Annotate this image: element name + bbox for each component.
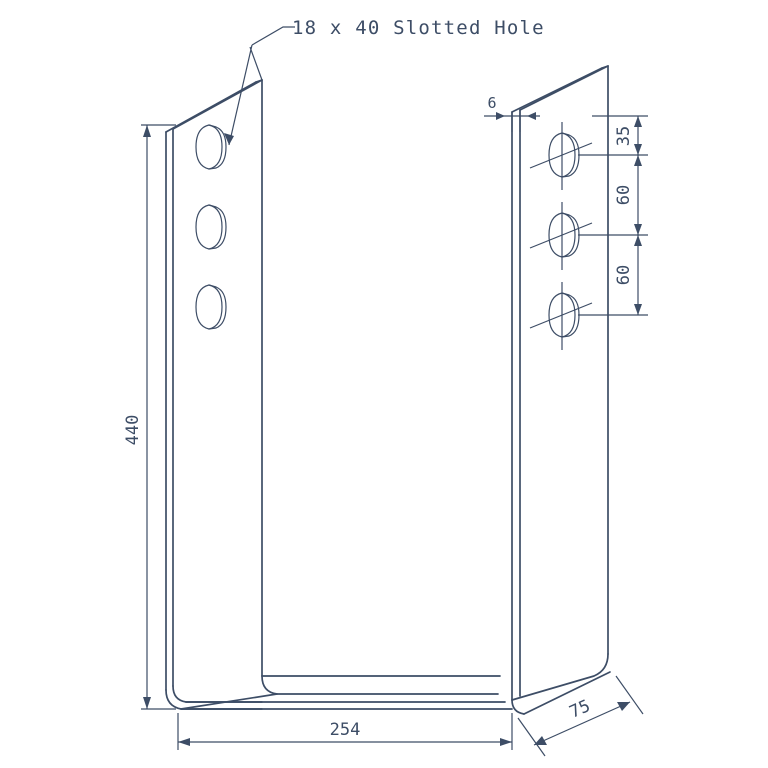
dim6-arrow-right — [527, 112, 536, 120]
slot-callout-leader-line — [228, 44, 253, 146]
dimension-height-440: 440 — [123, 124, 176, 710]
left-flange-bottom-corner-inner — [172, 685, 263, 703]
dim60b-arrow-top — [634, 235, 642, 246]
right-flange-top-edge-outer — [511, 67, 603, 113]
dim35-arrow-top — [634, 116, 642, 127]
left-flange-top-edge-inner — [172, 79, 263, 130]
dimension-width-254: 254 — [177, 713, 513, 750]
slot-left-3 — [195, 284, 227, 330]
slot-callout-leader-top — [251, 26, 295, 46]
slot-right-3 — [529, 282, 593, 350]
dim60a-arrow-bottom — [634, 224, 642, 235]
dim254-arrow-left — [178, 738, 190, 746]
dimension-thickness-6: 6 — [484, 94, 540, 132]
right-flange-top-thickness — [601, 65, 609, 69]
left-flange-slots — [195, 124, 227, 330]
right-flange — [511, 65, 611, 715]
dimension-depth-75: 75 — [517, 675, 644, 757]
slot-callout-label: 18 x 40 Slotted Hole — [292, 17, 545, 39]
dim440-arrow-top — [143, 125, 151, 137]
slot-callout-arrowhead — [224, 133, 234, 145]
dim6-label: 6 — [487, 94, 496, 112]
dim75-arrow-far — [617, 702, 630, 711]
right-flange-bottom-front — [523, 671, 611, 715]
dim75-ext-far — [615, 675, 644, 715]
dim60a-label: 60 — [614, 185, 634, 205]
dim60b-label: 60 — [614, 265, 634, 285]
base-inner-fillet — [261, 675, 499, 695]
dim35-arrow-bottom — [634, 144, 642, 155]
dim75-label: 75 — [567, 696, 594, 723]
dim60b-arrow-bottom — [634, 304, 642, 315]
slot-right-2 — [529, 202, 593, 270]
left-flange-top-thickness — [255, 79, 263, 83]
slot-left-2 — [195, 204, 227, 250]
right-flange-top-edge-inner — [519, 65, 609, 111]
dim35-label: 35 — [614, 126, 634, 146]
slot-left-1 — [195, 124, 227, 170]
dim75-line — [533, 701, 631, 746]
dim6-arrow-left — [496, 112, 505, 120]
bracket-base — [180, 675, 513, 710]
dim75-ext-near — [517, 717, 546, 757]
slot-callout: 18 x 40 Slotted Hole — [224, 17, 545, 146]
right-flange-bottom-corner — [511, 699, 525, 715]
dim440-arrow-bottom — [143, 697, 151, 709]
dim60a-arrow-top — [634, 155, 642, 166]
dim75-arrow-near — [534, 736, 547, 745]
slot-right-1 — [529, 122, 593, 190]
dim254-label: 254 — [330, 720, 361, 740]
left-flange — [165, 79, 263, 710]
right-flange-slots — [529, 122, 593, 350]
dim254-arrow-right — [500, 738, 512, 746]
dim440-label: 440 — [123, 415, 143, 446]
slot-callout-leader-branch — [249, 46, 263, 81]
dimension-hole-spacing-stack: 35 60 60 — [578, 115, 648, 316]
right-flange-bottom-slope — [511, 653, 609, 701]
